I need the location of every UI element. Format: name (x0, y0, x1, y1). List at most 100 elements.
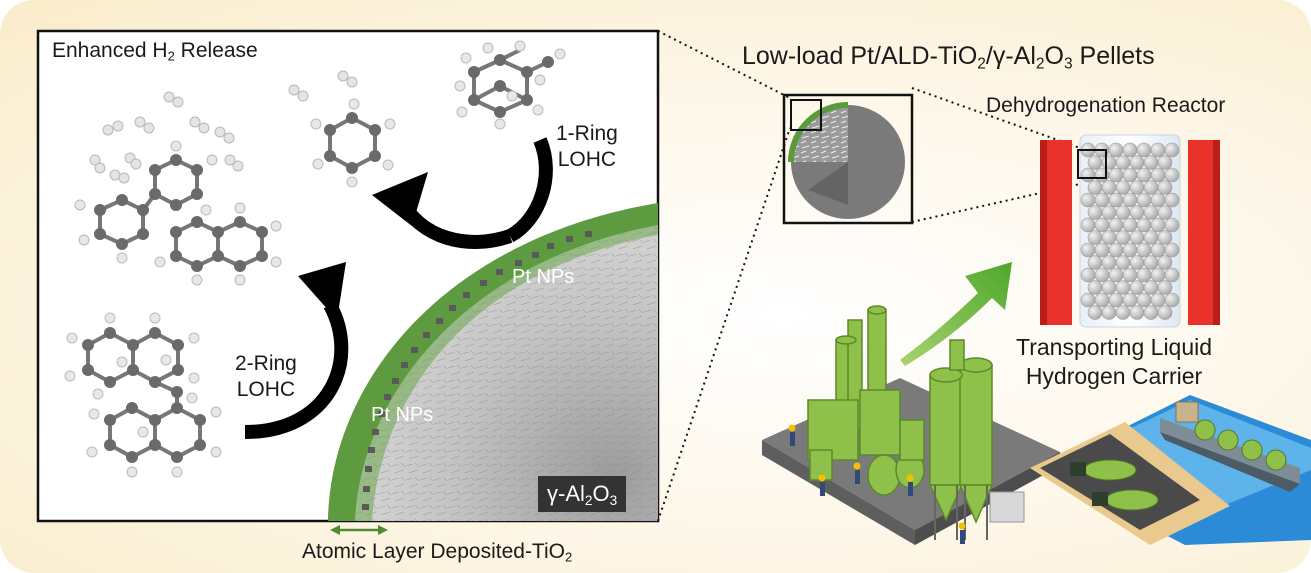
reactor-pellet (1150, 192, 1166, 208)
reactor-pellet (1143, 280, 1159, 295)
reactor-pellet (1136, 142, 1152, 158)
reactor-pellet (1129, 155, 1145, 170)
reactor-pellet (1122, 242, 1138, 258)
workers (788, 424, 966, 544)
reactor-pellet (1115, 255, 1131, 270)
pellet-illustration (782, 93, 914, 225)
road (1040, 434, 1200, 530)
reactor-pellet (1157, 255, 1173, 270)
reactor-pellet (1101, 180, 1117, 195)
reactor-pellet (1101, 255, 1117, 270)
reactor-pellet (1108, 167, 1124, 183)
reactor-pellet (1129, 180, 1145, 195)
reactor-pellet (1108, 292, 1124, 308)
reactor-pellet (1094, 217, 1110, 233)
reactor-pellet (1157, 230, 1173, 245)
pt-nanoparticles (362, 231, 592, 510)
hvac-unit (989, 491, 1025, 523)
reactor-pellet (1115, 205, 1131, 220)
reactor-pellet (1164, 217, 1180, 233)
reactor-pellet (1108, 142, 1124, 158)
reactor-pellet (1164, 192, 1180, 208)
reactor-pellet (1080, 192, 1096, 208)
reactor-pellet (1129, 305, 1145, 320)
catalyst-panel (36, 29, 660, 535)
reactor-pellet (1087, 180, 1103, 195)
reactor-zoom-box (1077, 149, 1107, 179)
reactor-pellet (1150, 267, 1166, 283)
pt-nps-label-bottom: Pt NPs (371, 404, 434, 426)
reactor-pellet (1143, 255, 1159, 270)
reactor-pellet (1087, 305, 1103, 320)
reactor-pellet (1143, 155, 1159, 170)
reactor-pellet (1143, 305, 1159, 320)
molecule-biphenyl (74, 140, 282, 286)
reactor-pellet (1136, 167, 1152, 183)
reactor-pellet (1094, 292, 1110, 308)
reactor-pellet (1108, 267, 1124, 283)
reactor-pellet (1136, 192, 1152, 208)
enhanced-h2-release-label: Enhanced H2 Release (52, 39, 258, 64)
pellet-cutaway (791, 105, 848, 162)
reactor-pellet (1157, 305, 1173, 320)
reactor-pellet (1157, 280, 1173, 295)
reactor-pellet (1129, 280, 1145, 295)
reactor-pellet (1129, 255, 1145, 270)
reactor-pellet (1101, 155, 1117, 170)
reactor-pellet (1080, 217, 1096, 233)
reactor-pellet (1129, 230, 1145, 245)
reactor-illustration (1040, 134, 1220, 328)
pellet-inner-zoom (790, 99, 822, 131)
reactor-pellet (1080, 267, 1096, 283)
reactor-pellet (1122, 167, 1138, 183)
reactor-pellet (1101, 280, 1117, 295)
reactor-pellet (1150, 142, 1166, 158)
reactor-pellet (1164, 142, 1180, 158)
reactor-pellet (1080, 167, 1096, 183)
reactor-pellet (1136, 267, 1152, 283)
reactor-pellet (1115, 230, 1131, 245)
reactor-pellet (1122, 142, 1138, 158)
reactor-pellet (1143, 205, 1159, 220)
reactor-pellet (1164, 292, 1180, 308)
ald-thickness-indicator (330, 525, 388, 535)
lng-ship (1160, 401, 1300, 492)
reactor-pellet (1136, 217, 1152, 233)
industrial-scene (762, 305, 1311, 545)
molecule-toluene (310, 98, 396, 188)
pt-nps-label-top: Pt NPs (512, 266, 575, 288)
reactor-pellet (1157, 155, 1173, 170)
reactor-pellet (1094, 192, 1110, 208)
reactor-pellet (1108, 242, 1124, 258)
ald-tio2-label: Atomic Layer Deposited-TiO2 (302, 540, 573, 565)
ring1-arrow-head (372, 172, 428, 226)
reactor-pellet (1115, 305, 1131, 320)
reactor-pellet (1122, 217, 1138, 233)
tanker-trucks (1070, 459, 1159, 511)
reactor-pellet (1101, 230, 1117, 245)
reactor-pellet (1115, 280, 1131, 295)
reactor-pellet (1108, 192, 1124, 208)
reactor-pellet (1157, 180, 1173, 195)
reactor-pellet (1157, 205, 1173, 220)
zoom-leaders (657, 30, 1081, 522)
reactor-pellet (1115, 155, 1131, 170)
pellets-title: Low-load Pt/ALD-TiO2/γ-Al2O3 Pellets (742, 42, 1155, 73)
reactor-pellet (1150, 167, 1166, 183)
reactor-pellet (1087, 205, 1103, 220)
reactor-pellet (1150, 292, 1166, 308)
reactor-pellet (1101, 205, 1117, 220)
reactor-pellet (1129, 205, 1145, 220)
reactor-pellet (1150, 242, 1166, 258)
reactor-pellet (1122, 292, 1138, 308)
reactor-pellet (1087, 155, 1103, 170)
reactor-pellet (1094, 267, 1110, 283)
reactor-pellet (1143, 180, 1159, 195)
molecule-perhydro-2ring (64, 312, 222, 478)
pellet-zoom-frame (782, 93, 914, 225)
reactor-pellet (1080, 242, 1096, 258)
